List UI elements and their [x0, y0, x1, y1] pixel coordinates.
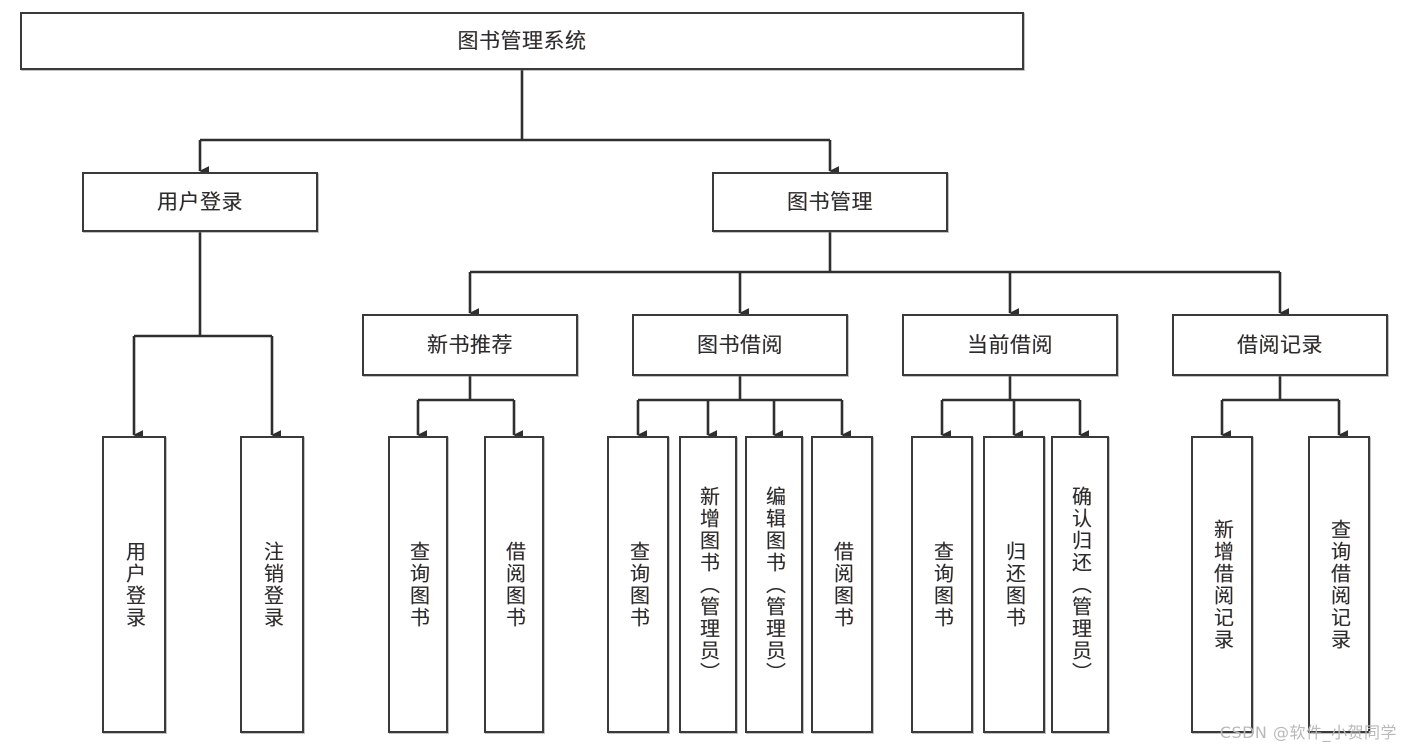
node-label-rc-add: 新增借阅记录 [1210, 518, 1235, 651]
node-label-nb-borrow: 借阅图书 [502, 540, 527, 629]
node-label-cu-query: 查询图书 [930, 540, 955, 629]
node-nb-query[interactable]: 查询图书 [388, 436, 448, 733]
watermark-text: CSDN @软件_小贺同学 [1219, 723, 1397, 742]
node-bookmgmt[interactable]: 图书管理 [712, 172, 948, 232]
node-records[interactable]: 借阅记录 [1172, 314, 1388, 376]
node-cu-return[interactable]: 归还图书 [983, 436, 1045, 733]
node-bo-edit[interactable]: 编辑图书（管理员） [745, 436, 803, 733]
node-label-borrow: 图书借阅 [697, 332, 783, 357]
node-borrow[interactable]: 图书借阅 [632, 314, 848, 376]
node-label-bo-borrow: 借阅图书 [830, 540, 855, 629]
node-label-bo-query: 查询图书 [626, 540, 651, 629]
node-label-records: 借阅记录 [1237, 332, 1323, 357]
node-label-current: 当前借阅 [967, 332, 1053, 357]
node-label-bo-add: 新增图书（管理员） [696, 485, 721, 684]
node-bo-query[interactable]: 查询图书 [607, 436, 669, 733]
node-login[interactable]: 用户登录 [82, 172, 318, 232]
node-label-root: 图书管理系统 [457, 28, 587, 53]
node-label-nb-query: 查询图书 [406, 540, 431, 629]
node-rc-query[interactable]: 查询借阅记录 [1308, 436, 1370, 733]
node-label-bookmgmt: 图书管理 [787, 189, 873, 214]
node-label-rc-query: 查询借阅记录 [1327, 518, 1352, 651]
node-cu-query[interactable]: 查询图书 [911, 436, 973, 733]
node-bo-add[interactable]: 新增图书（管理员） [679, 436, 737, 733]
node-rc-add[interactable]: 新增借阅记录 [1191, 436, 1253, 733]
node-userlogin[interactable]: 用户登录 [102, 436, 166, 733]
node-nb-borrow[interactable]: 借阅图书 [484, 436, 544, 733]
node-label-bo-edit: 编辑图书（管理员） [762, 485, 787, 684]
node-label-logout: 注销登录 [260, 540, 285, 629]
node-bo-borrow[interactable]: 借阅图书 [811, 436, 873, 733]
node-label-userlogin: 用户登录 [122, 540, 147, 629]
node-logout[interactable]: 注销登录 [240, 436, 304, 733]
node-label-cu-return: 归还图书 [1002, 540, 1027, 629]
node-root[interactable]: 图书管理系统 [20, 12, 1024, 70]
node-cu-confirm[interactable]: 确认归还（管理员） [1051, 436, 1109, 733]
node-current[interactable]: 当前借阅 [902, 314, 1118, 376]
node-label-login: 用户登录 [157, 189, 243, 214]
node-newbook[interactable]: 新书推荐 [362, 314, 578, 376]
node-label-cu-confirm: 确认归还（管理员） [1068, 485, 1093, 684]
node-label-newbook: 新书推荐 [427, 332, 513, 357]
